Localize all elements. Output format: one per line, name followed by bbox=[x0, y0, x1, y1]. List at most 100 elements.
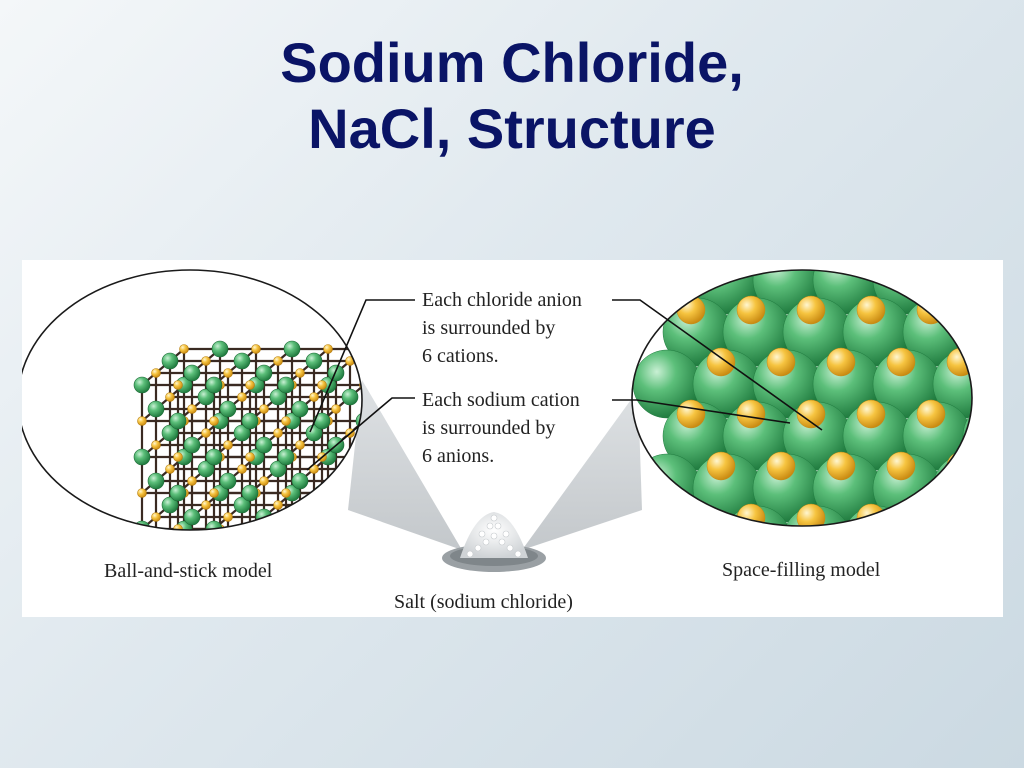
sodium-ion-sphere bbox=[916, 399, 946, 429]
sodium-ion-ball bbox=[332, 549, 341, 558]
chloride-ion-ball bbox=[277, 520, 295, 530]
sodium-ion-ball bbox=[359, 524, 362, 530]
sodium-line-3: 6 anions. bbox=[422, 445, 494, 467]
sodium-ion-ball bbox=[281, 416, 291, 426]
chloride-ion-sphere bbox=[993, 260, 1003, 314]
sodium-ion-sphere bbox=[886, 529, 920, 563]
sodium-ion-ball bbox=[259, 476, 269, 486]
sodium-ion-ball bbox=[323, 344, 333, 354]
chloride-ion-ball bbox=[269, 388, 287, 406]
sodium-ion-sphere bbox=[706, 451, 736, 481]
salt-grains bbox=[466, 514, 522, 558]
chloride-ion-ball bbox=[169, 484, 187, 502]
chloride-leader-left bbox=[309, 299, 415, 433]
sodium-ion-sphere bbox=[706, 529, 740, 563]
sodium-ion-ball bbox=[295, 440, 305, 450]
sodium-ion-sphere bbox=[915, 270, 951, 304]
chloride-ion-ball bbox=[283, 340, 301, 358]
sodium-ion-sphere bbox=[856, 295, 886, 325]
sodium-ion-sphere bbox=[766, 529, 800, 563]
sodium-ion-sphere bbox=[706, 347, 736, 377]
sodium-ion-sphere bbox=[916, 295, 946, 325]
sodium-ion-ball bbox=[323, 488, 333, 498]
sodium-ion-ball bbox=[223, 440, 233, 450]
sodium-leader-left bbox=[306, 397, 415, 471]
nacl-figure: Each chloride anion is surrounded by 6 c… bbox=[22, 260, 1003, 613]
nacl-figure-panel: Each chloride anion is surrounded by 6 c… bbox=[22, 260, 1003, 617]
chloride-ion-ball bbox=[161, 496, 179, 514]
chloride-ion-ball bbox=[327, 508, 345, 526]
sodium-ion-ball bbox=[187, 404, 197, 414]
chloride-ion-sphere bbox=[962, 505, 972, 526]
sodium-ion-ball bbox=[260, 549, 269, 558]
sodium-ion-sphere bbox=[856, 399, 886, 429]
sodium-ion-ball bbox=[273, 356, 283, 366]
chloride-ion-ball bbox=[305, 352, 323, 370]
space-filling-spheres bbox=[632, 260, 1003, 584]
chloride-ion-ball bbox=[292, 545, 308, 561]
sodium-ion-ball bbox=[223, 512, 233, 522]
sodium-ion-ball bbox=[317, 380, 327, 390]
chloride-ion-ball bbox=[233, 352, 251, 370]
sodium-ion-ball bbox=[137, 416, 147, 426]
sodium-ion-sphere bbox=[766, 347, 796, 377]
sodium-ion-sphere bbox=[796, 295, 826, 325]
chloride-ion-ball bbox=[205, 448, 223, 466]
sodium-ion-sphere bbox=[977, 400, 1003, 428]
sodium-ion-ball bbox=[201, 500, 211, 510]
chloride-ion-ball bbox=[255, 364, 273, 382]
chloride-ion-sphere bbox=[962, 297, 972, 367]
sodium-ion-ball bbox=[179, 344, 189, 354]
chloride-ion-ball bbox=[133, 448, 151, 466]
sodium-ion-ball bbox=[237, 392, 247, 402]
chloride-ion-ball bbox=[233, 496, 251, 514]
sodium-ion-ball bbox=[309, 392, 319, 402]
chloride-ion-ball bbox=[270, 533, 286, 549]
sodium-line-2: is surrounded by bbox=[422, 417, 555, 439]
chloride-ion-ball bbox=[305, 496, 323, 514]
sodium-ion-ball bbox=[166, 537, 175, 546]
sodium-ion-sphere bbox=[886, 347, 916, 377]
sodium-ion-ball bbox=[259, 404, 269, 414]
chloride-leader-right bbox=[612, 299, 823, 431]
sodium-ion-ball bbox=[237, 464, 247, 474]
beam-left bbox=[348, 380, 462, 550]
chloride-ion-ball bbox=[161, 352, 179, 370]
chloride-ion-ball bbox=[133, 376, 151, 394]
sodium-ion-ball bbox=[317, 524, 327, 530]
chloride-ion-ball bbox=[277, 448, 295, 466]
sodium-ion-sphere bbox=[887, 556, 915, 584]
chloride-ion-sphere bbox=[932, 270, 972, 315]
sodium-ion-ball bbox=[245, 452, 255, 462]
sodium-ion-ball bbox=[151, 440, 161, 450]
ball-and-stick-label: Ball-and-stick model bbox=[104, 560, 273, 582]
chloride-ion-ball bbox=[342, 533, 358, 549]
sodium-ion-ball bbox=[165, 392, 175, 402]
chloride-ion-ball bbox=[241, 412, 259, 430]
chloride-ion-ball bbox=[183, 364, 201, 382]
chloride-ion-sphere bbox=[993, 350, 1003, 418]
chloride-ion-ball bbox=[148, 545, 164, 561]
chloride-ion-sphere bbox=[993, 454, 1003, 522]
sodium-ion-sphere bbox=[947, 556, 975, 584]
sodium-ion-ball bbox=[331, 404, 341, 414]
chloride-ion-ball bbox=[219, 400, 237, 418]
chloride-ion-ball bbox=[183, 436, 201, 454]
slide-title: Sodium Chloride, NaCl, Structure bbox=[0, 30, 1024, 162]
sodium-ion-ball bbox=[188, 549, 197, 558]
chloride-ion-ball bbox=[147, 472, 165, 490]
sodium-ion-sphere bbox=[886, 451, 916, 481]
sodium-ion-ball bbox=[273, 428, 283, 438]
sodium-ion-ball bbox=[187, 476, 197, 486]
sodium-ion-ball bbox=[287, 524, 297, 530]
chloride-ion-ball bbox=[205, 376, 223, 394]
sodium-ion-ball bbox=[282, 561, 291, 570]
sodium-ion-sphere bbox=[766, 451, 796, 481]
beam-right bbox=[522, 390, 642, 550]
chloride-ion-ball bbox=[183, 508, 201, 526]
title-line-2: NaCl, Structure bbox=[308, 97, 716, 160]
sodium-ion-sphere bbox=[976, 269, 1003, 303]
chloride-ion-ball bbox=[319, 520, 337, 530]
sodium-line-1: Each sodium cation bbox=[422, 389, 580, 411]
chloride-ion-sphere bbox=[962, 401, 972, 471]
